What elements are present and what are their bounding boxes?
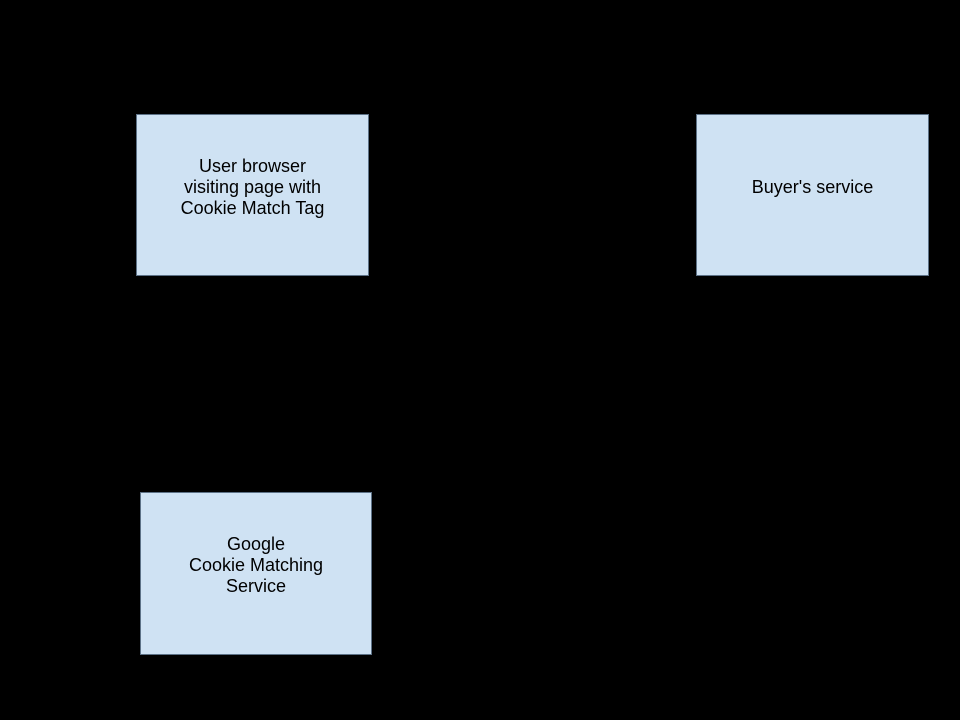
label-line: Cookie Match Tag: [180, 197, 325, 218]
label-line: visiting page with: [183, 176, 322, 197]
label-line: Google: [226, 534, 286, 554]
node-google-cookie-matching-service: Google Cookie Matching Service: [140, 492, 372, 655]
node-google-cookie-matching-service-label: Google Cookie Matching Service: [141, 534, 371, 597]
label-line: Service: [225, 576, 287, 596]
node-buyers-service: Buyer's service: [696, 114, 929, 276]
label-line: Buyer's service: [751, 176, 874, 197]
node-buyers-service-label: Buyer's service: [697, 177, 928, 198]
node-user-browser-label: User browser visiting page with Cookie M…: [137, 156, 368, 219]
node-user-browser: User browser visiting page with Cookie M…: [136, 114, 369, 276]
label-line: User browser: [198, 155, 307, 176]
label-line: Cookie Matching: [188, 555, 324, 575]
